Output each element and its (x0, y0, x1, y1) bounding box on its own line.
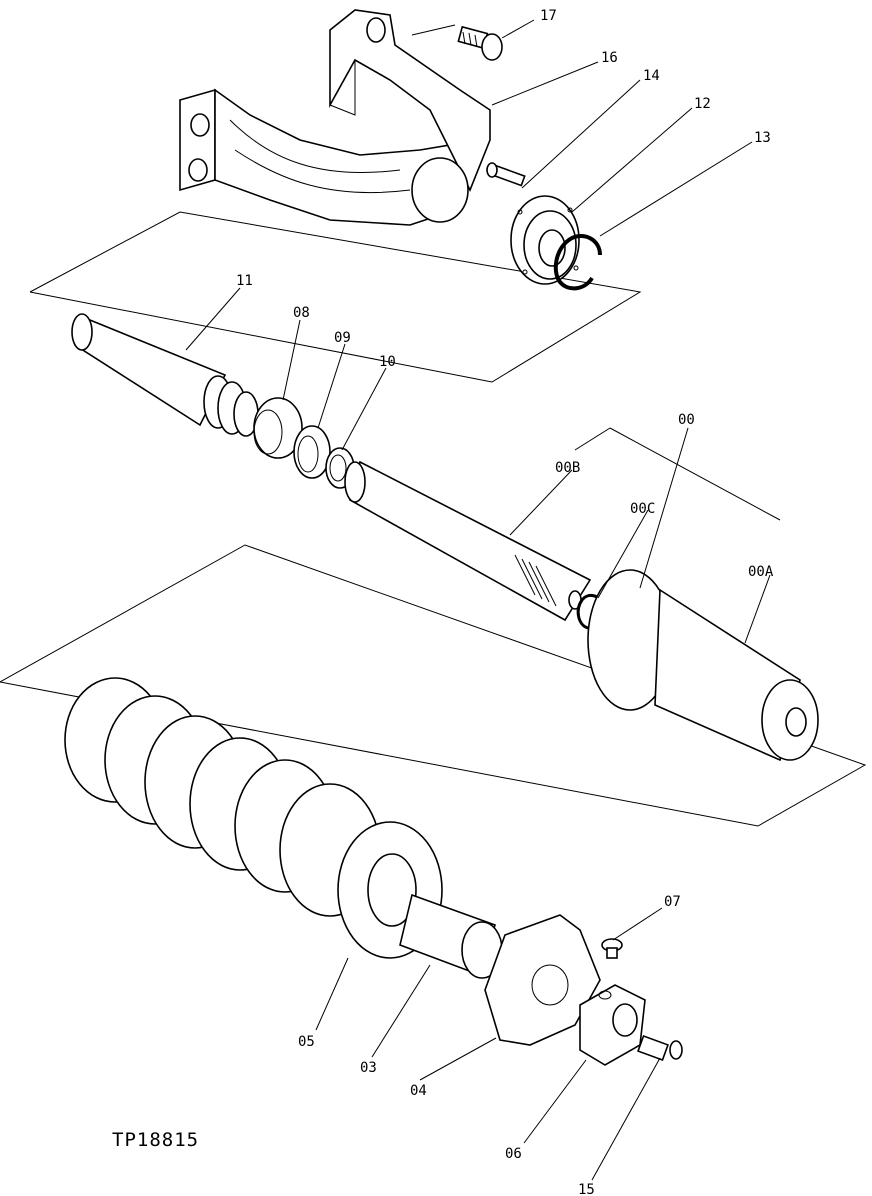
bolt-part-17 (457, 25, 503, 61)
callout-09: 09 (334, 330, 351, 346)
piston-rod-part-00b (344, 460, 592, 622)
assembly-outline-lines (0, 24, 867, 827)
callout-11: 11 (236, 273, 253, 289)
flange-part-12 (510, 195, 580, 285)
yoke-bracket-part (179, 9, 491, 226)
callout-08: 08 (293, 305, 310, 321)
callout-03: 03 (360, 1060, 377, 1076)
callout-14: 14 (643, 68, 660, 84)
ring-part-08 (253, 397, 303, 459)
spacer-part-03 (399, 893, 503, 979)
callout-00: 00 (678, 412, 695, 428)
callout-05: 05 (298, 1034, 315, 1050)
callout-04: 04 (410, 1083, 427, 1099)
snap-ring-part-13 (553, 234, 602, 291)
callout-00a: 00A (748, 564, 774, 580)
plug-part-07 (601, 938, 623, 959)
screw-part-14 (486, 162, 526, 187)
callout-16: 16 (601, 50, 618, 66)
callout-10: 10 (379, 354, 396, 370)
callout-15: 15 (578, 1182, 595, 1196)
callout-06: 06 (505, 1146, 522, 1162)
callout-00c: 00C (630, 501, 655, 517)
ring-part-09 (293, 425, 331, 479)
figure-id: TP18815 (112, 1129, 199, 1151)
callout-17: 17 (540, 8, 557, 24)
leader-lines (185, 19, 771, 1181)
callout-07: 07 (664, 894, 681, 910)
cylinder-part-00a (587, 569, 819, 762)
callout-00b: 00B (555, 460, 580, 476)
callout-12: 12 (694, 96, 711, 112)
rod-part-11 (71, 313, 259, 437)
grease-fitting-part-15 (637, 1035, 683, 1061)
plate-part-04 (484, 914, 601, 1046)
spring-part-05 (64, 677, 443, 959)
callout-13: 13 (754, 130, 771, 146)
